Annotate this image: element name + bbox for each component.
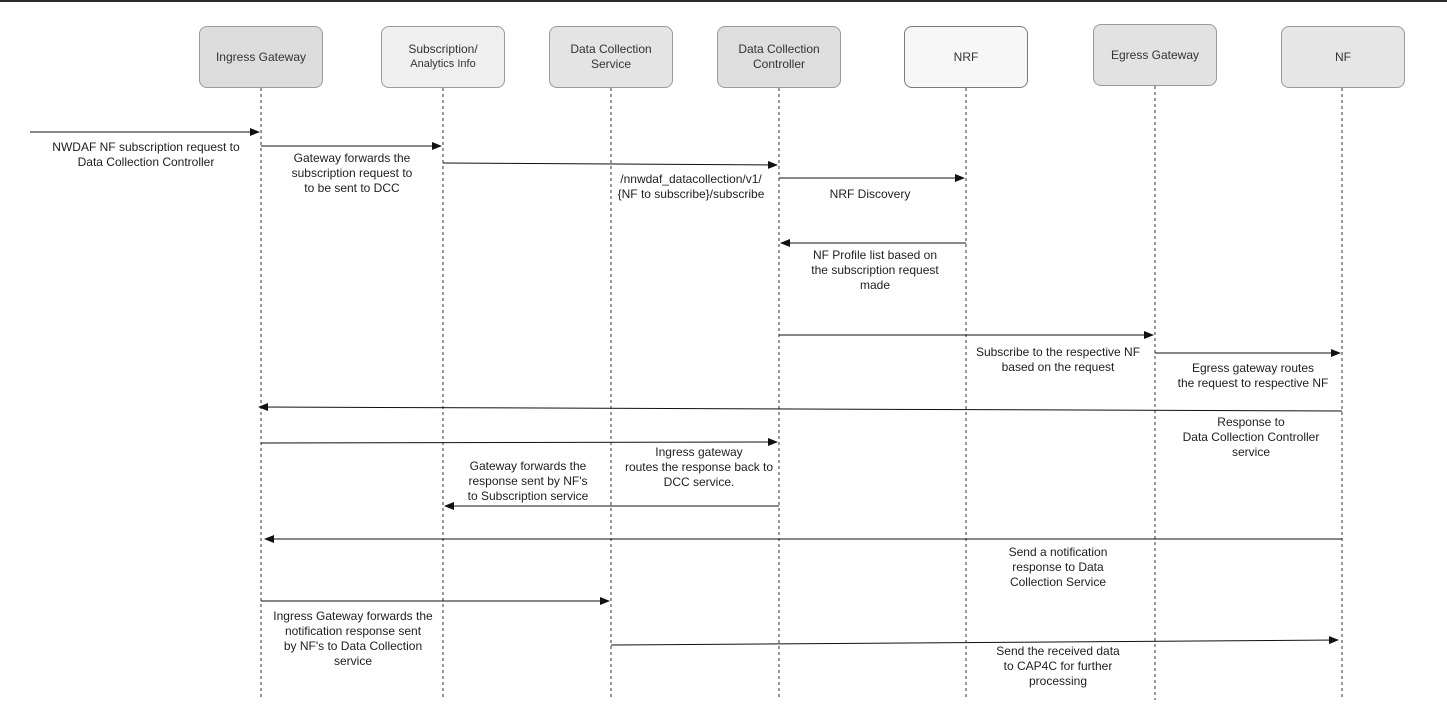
message-label: Egress gateway routes the request to res… — [1177, 361, 1329, 390]
top-border — [0, 0, 1447, 2]
message-label: Gateway forwards the response sent by NF… — [467, 459, 589, 503]
arrow-m9 — [260, 438, 778, 447]
participant-nrf: NRF — [904, 26, 1028, 88]
participant-ingress-gateway-label: Ingress Gateway — [215, 49, 307, 64]
participant-nrf-label: NRF — [953, 49, 979, 64]
participant-data-collection-service-label: Data Collection Service — [570, 42, 652, 71]
message-label: /nnwdaf_datacollection/v1/ {NF to subscr… — [617, 172, 765, 201]
participant-data-collection-controller-label: Data Collection Controller — [738, 42, 820, 71]
message-label: Send the received data to CAP4C for furt… — [996, 644, 1120, 688]
message-label: Response to Data Collection Controller s… — [1182, 415, 1320, 459]
participant-egress-gateway: Egress Gateway — [1093, 24, 1217, 86]
lifelines — [260, 86, 1343, 700]
arrow-m3 — [442, 160, 778, 169]
message-label: Ingress gateway routes the response back… — [624, 445, 774, 489]
participant-subscription-sublabel: Analytics Info — [410, 58, 476, 70]
message-label: NRF Discovery — [829, 187, 911, 201]
participant-data-collection-controller: Data Collection Controller — [717, 26, 841, 88]
message-label: Gateway forwards the subscription reques… — [291, 151, 413, 195]
participant-subscription-label: Subscription/ — [408, 42, 478, 56]
arrow-m13 — [610, 636, 1339, 646]
participant-data-collection-service: Data Collection Service — [549, 26, 673, 88]
participant-egress-gateway-label: Egress Gateway — [1110, 47, 1200, 62]
message-label: NF Profile list based on the subscriptio… — [811, 248, 939, 292]
message-label: NWDAF NF subscription request to Data Co… — [52, 140, 240, 169]
participant-nf: NF — [1281, 26, 1405, 88]
message-arrows — [30, 128, 1343, 646]
message-label: Subscribe to the respective NF based on … — [975, 345, 1141, 374]
participant-ingress-gateway: Ingress Gateway — [199, 26, 323, 88]
message-label: Send a notification response to Data Col… — [1008, 545, 1108, 589]
participant-nf-label: NF — [1335, 49, 1351, 64]
arrow-m8 — [258, 403, 1343, 412]
participant-subscription: Subscription/ Analytics Info — [381, 26, 505, 88]
message-label: Ingress Gateway forwards the notificatio… — [273, 609, 433, 668]
